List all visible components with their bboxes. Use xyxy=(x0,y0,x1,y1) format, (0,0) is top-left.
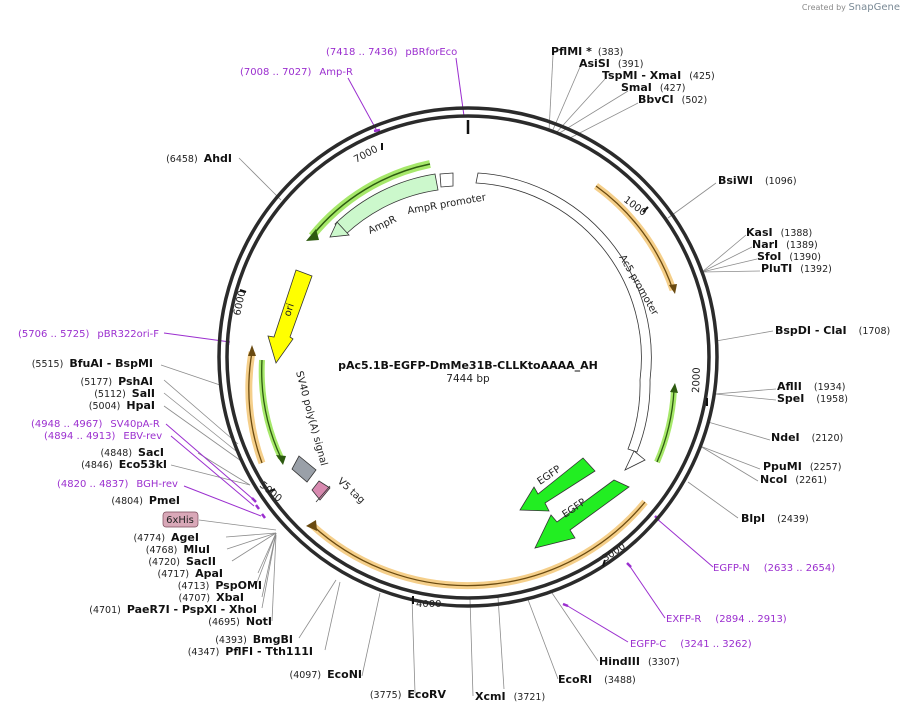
ampr-promoter-label: AmpR promoter xyxy=(407,192,488,217)
connector-lines xyxy=(160,54,777,697)
egfp-feature-2 xyxy=(534,479,630,549)
site-smai: SmaI(427) xyxy=(621,81,685,94)
brand-created-by: Created by xyxy=(801,3,846,12)
sixhis-label: 6xHis xyxy=(166,515,194,526)
plasmid-name: pAc5.1B-EGFP-DmMe31B-CLLKtoAAAA_AH xyxy=(338,359,598,372)
tick-label-6000: 6000 xyxy=(232,289,248,316)
site-aflii: AflII(1934) xyxy=(777,380,845,393)
site-hpai: (5004)HpaI xyxy=(89,399,155,412)
primer-pbr322ori-f: (5706 .. 5725)pBR322ori-F xyxy=(18,329,159,340)
site-tspmi-xmai: TspMI - XmaI(425) xyxy=(602,69,715,82)
sv40-label: SV40 poly(A) signal xyxy=(293,370,329,467)
site-hindiii: HindIII(3307) xyxy=(599,655,680,668)
egfp-feature-1 xyxy=(519,457,596,512)
sixhis-badge xyxy=(162,511,199,528)
tick-label-4000: 4000 xyxy=(416,599,441,610)
tick-label-2000: 2000 xyxy=(691,367,703,393)
site-noti: (4695)NotI xyxy=(208,615,272,628)
ampr-label: AmpR xyxy=(367,214,399,237)
site-xcmi: XcmI(3721) xyxy=(475,690,545,703)
site-eco53ki: (4846)Eco53kI xyxy=(81,458,167,471)
primer-egfp-n: EGFP-N(2633 .. 2654) xyxy=(713,563,835,574)
primer-amp-r: (7008 .. 7027)Amp-R xyxy=(240,67,353,78)
site-sfoi: SfoI(1390) xyxy=(757,250,821,263)
primer-sv40pa-r: (4948 .. 4967)SV40pA-R xyxy=(31,419,160,430)
site-ecori: EcoRI(3488) xyxy=(558,673,636,686)
sv40-polya-feature xyxy=(291,455,317,483)
site-ndei: NdeI(2120) xyxy=(771,431,843,444)
site-bmgbi: (4393)BmgBI xyxy=(215,633,293,646)
orf-arrowheads xyxy=(248,284,677,531)
v5-tag-feature xyxy=(311,480,331,501)
primer-egfp-c: EGFP-C(3241 .. 3262) xyxy=(630,639,752,650)
site-pflmi: PflMI *(383) xyxy=(551,45,623,58)
site-bfuai-bspmi: (5515)BfuAI - BspMI xyxy=(32,357,153,370)
site-pluti: PluTI(1392) xyxy=(761,262,832,275)
site-sacii: (4720)SacII xyxy=(148,555,216,568)
tick-label-5000: 5000 xyxy=(257,480,284,505)
site-sali: (5112)SalI xyxy=(94,387,155,400)
site-ecorv: (3775)EcoRV xyxy=(370,688,447,701)
site-ncoi: NcoI(2261) xyxy=(760,473,827,486)
site-saci: (4848)SacI xyxy=(100,446,164,459)
primer-exfp-r: EXFP-R(2894 .. 2913) xyxy=(666,614,787,625)
snapgene-brand: Created by SnapGene xyxy=(802,2,900,13)
site-ahdi: (6458)AhdI xyxy=(166,152,232,165)
tick-label-7000: 7000 xyxy=(352,144,380,166)
site-xbai: (4707)XbaI xyxy=(179,591,244,604)
v5-label: V5 tag xyxy=(335,476,367,506)
primer-pbrforeco: (7418 .. 7436)pBRforEco xyxy=(326,47,457,58)
site-agei: (4774)AgeI xyxy=(133,531,199,544)
primer-bgh-rev: (4820 .. 4837)BGH-rev xyxy=(57,479,178,490)
backbone-inner xyxy=(225,114,711,600)
site-spei: SpeI(1958) xyxy=(777,392,848,405)
site-ppumi: PpuMI(2257) xyxy=(763,460,841,473)
site-kasi: KasI(1388) xyxy=(746,226,812,239)
site-pmei: (4804)PmeI xyxy=(111,494,180,507)
site-apai: (4717)ApaI xyxy=(158,567,224,580)
ampr-promoter-feature xyxy=(439,172,454,188)
primer-connectors xyxy=(163,57,714,643)
tick-marks xyxy=(239,143,708,604)
primer-ebv-rev: (4894 .. 4913)EBV-rev xyxy=(44,431,162,442)
site-paer7i-pspxi-xhoi: (4701)PaeR7I - PspXI - XhoI xyxy=(89,603,257,616)
orf-outer-arcs xyxy=(245,183,677,590)
site-econi: (4097)EcoNI xyxy=(290,668,362,681)
site-nari: NarI(1389) xyxy=(752,238,818,251)
site-mlui: (4768)MluI xyxy=(146,543,210,556)
site-pflfi-tth111i: (4347)PflFI - Tth111I xyxy=(188,645,313,658)
plasmid-length: 7444 bp xyxy=(446,373,490,385)
orf-green-arcs xyxy=(258,359,677,464)
ac5-promoter-feature xyxy=(475,172,652,453)
site-bsiwi: BsiWI(1096) xyxy=(718,174,797,187)
site-bbvci: BbvCI(502) xyxy=(638,93,707,106)
site-pspomi: (4713)PspOMI xyxy=(178,579,262,592)
site-blpi: BlpI(2439) xyxy=(741,512,809,525)
site-bspdi-clai: BspDI - ClaI(1708) xyxy=(775,324,890,337)
site-pshai: (5177)PshAI xyxy=(81,375,153,388)
site-asisi: AsiSI(391) xyxy=(579,57,643,70)
snapgene-logo-icon: SnapGene xyxy=(848,2,900,13)
ori-label: ori xyxy=(282,302,296,318)
backbone-outer xyxy=(217,106,719,608)
orf-green-heads xyxy=(276,383,678,465)
primer-marks xyxy=(226,114,660,608)
ori-feature xyxy=(267,269,313,364)
